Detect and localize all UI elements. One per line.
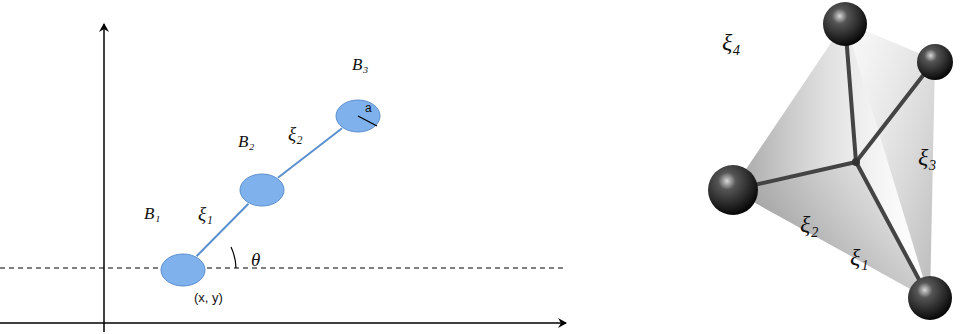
tetra-center (852, 158, 860, 166)
bead-shape (335, 99, 381, 133)
bead-name: B₂ (238, 133, 254, 150)
x-axis (0, 322, 566, 324)
bead-shape (239, 173, 285, 207)
y-axis (103, 24, 105, 332)
bead: B₃a (335, 99, 381, 133)
atom (908, 276, 952, 320)
rigid-link (197, 204, 249, 257)
tetra-rods (732, 22, 935, 300)
link-label: ξ₁ (198, 204, 213, 223)
link-label: ξ₂ (288, 124, 303, 143)
bond-label: ξ₁ (850, 245, 869, 269)
bond-label: ξ₄ (722, 30, 741, 54)
angle-arc (231, 247, 236, 268)
bead-annotation: a (365, 102, 372, 114)
atom (823, 2, 867, 46)
reference-line (0, 268, 566, 269)
bond-label: ξ₂ (800, 212, 819, 236)
bead-name: B₁ (144, 205, 160, 222)
bead-annotation: (x, y) (194, 291, 223, 304)
rigid-link (278, 128, 342, 177)
angle-label: θ (251, 250, 260, 269)
bead-name: B₃ (352, 56, 368, 73)
bead: B₁(x, y) (160, 253, 206, 287)
bead: B₂ (239, 173, 285, 207)
atom (708, 165, 758, 215)
bond-label: ξ₃ (918, 145, 937, 169)
atom (917, 44, 953, 80)
bead-shape (160, 253, 206, 287)
